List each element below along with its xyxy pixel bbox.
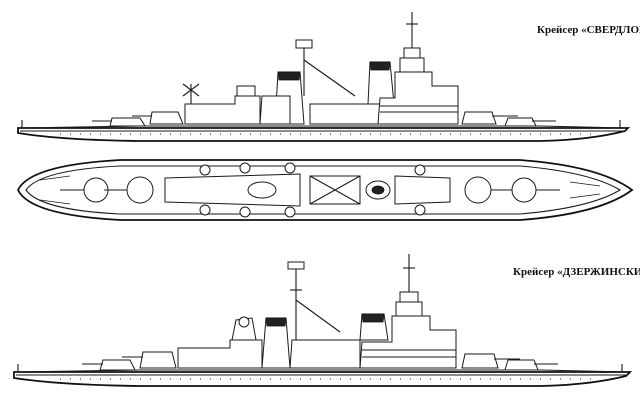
dzerzhinsky-side-profile bbox=[13, 254, 633, 387]
sverdlov-side-profile bbox=[17, 12, 631, 142]
sverdlov-plan-view bbox=[17, 159, 634, 221]
caption-sverdlov: Крейсер «СВЕРДЛОВ» bbox=[537, 24, 640, 36]
caption-dzerzhinsky: Крейсер «ДЗЕРЖИНСКИЙ» bbox=[513, 266, 640, 278]
